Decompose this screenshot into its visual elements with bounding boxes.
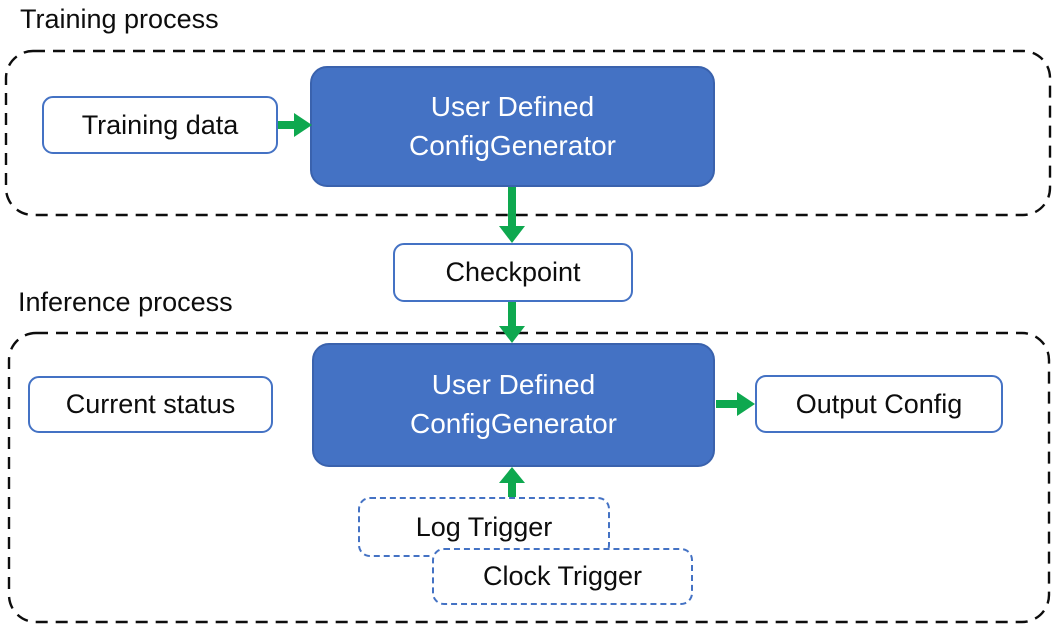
arrow-checkpoint-to-generator [499,302,525,343]
generator-training-box: User Defined ConfigGenerator [310,66,715,187]
training-data-label: Training data [81,109,239,140]
checkpoint-label: Checkpoint [445,257,581,287]
generator-inference-label-line1: User Defined [431,369,596,401]
generator-inference-label-line2: ConfigGenerator [409,408,617,439]
training-process-title: Training process [20,4,219,34]
arrow-trigger-to-generator [499,467,525,497]
current-status-label: Current status [65,389,236,419]
arrow-training-data-to-generator [278,113,312,137]
checkpoint-box: Checkpoint [393,243,633,302]
arrow-generator-to-checkpoint [499,187,525,243]
training-container [4,49,1052,217]
generator-inference-box: User Defined ConfigGenerator [312,343,715,467]
training-data-box: Training data [42,96,278,154]
generator-training-label-line2: ConfigGenerator [408,129,616,161]
output-config-label: Output Config [795,388,963,419]
output-config-box: Output Config [755,375,1003,433]
clock-trigger-label: Clock Trigger [482,561,643,591]
inference-process-title: Inference process [18,287,233,317]
clock-trigger-box: Clock Trigger [432,548,693,605]
arrow-generator-to-output [716,392,755,416]
inference-container [7,331,1051,624]
current-status-box: Current status [28,376,273,433]
generator-training-label-line1: User Defined [430,90,595,122]
log-trigger-label: Log Trigger [415,511,553,542]
